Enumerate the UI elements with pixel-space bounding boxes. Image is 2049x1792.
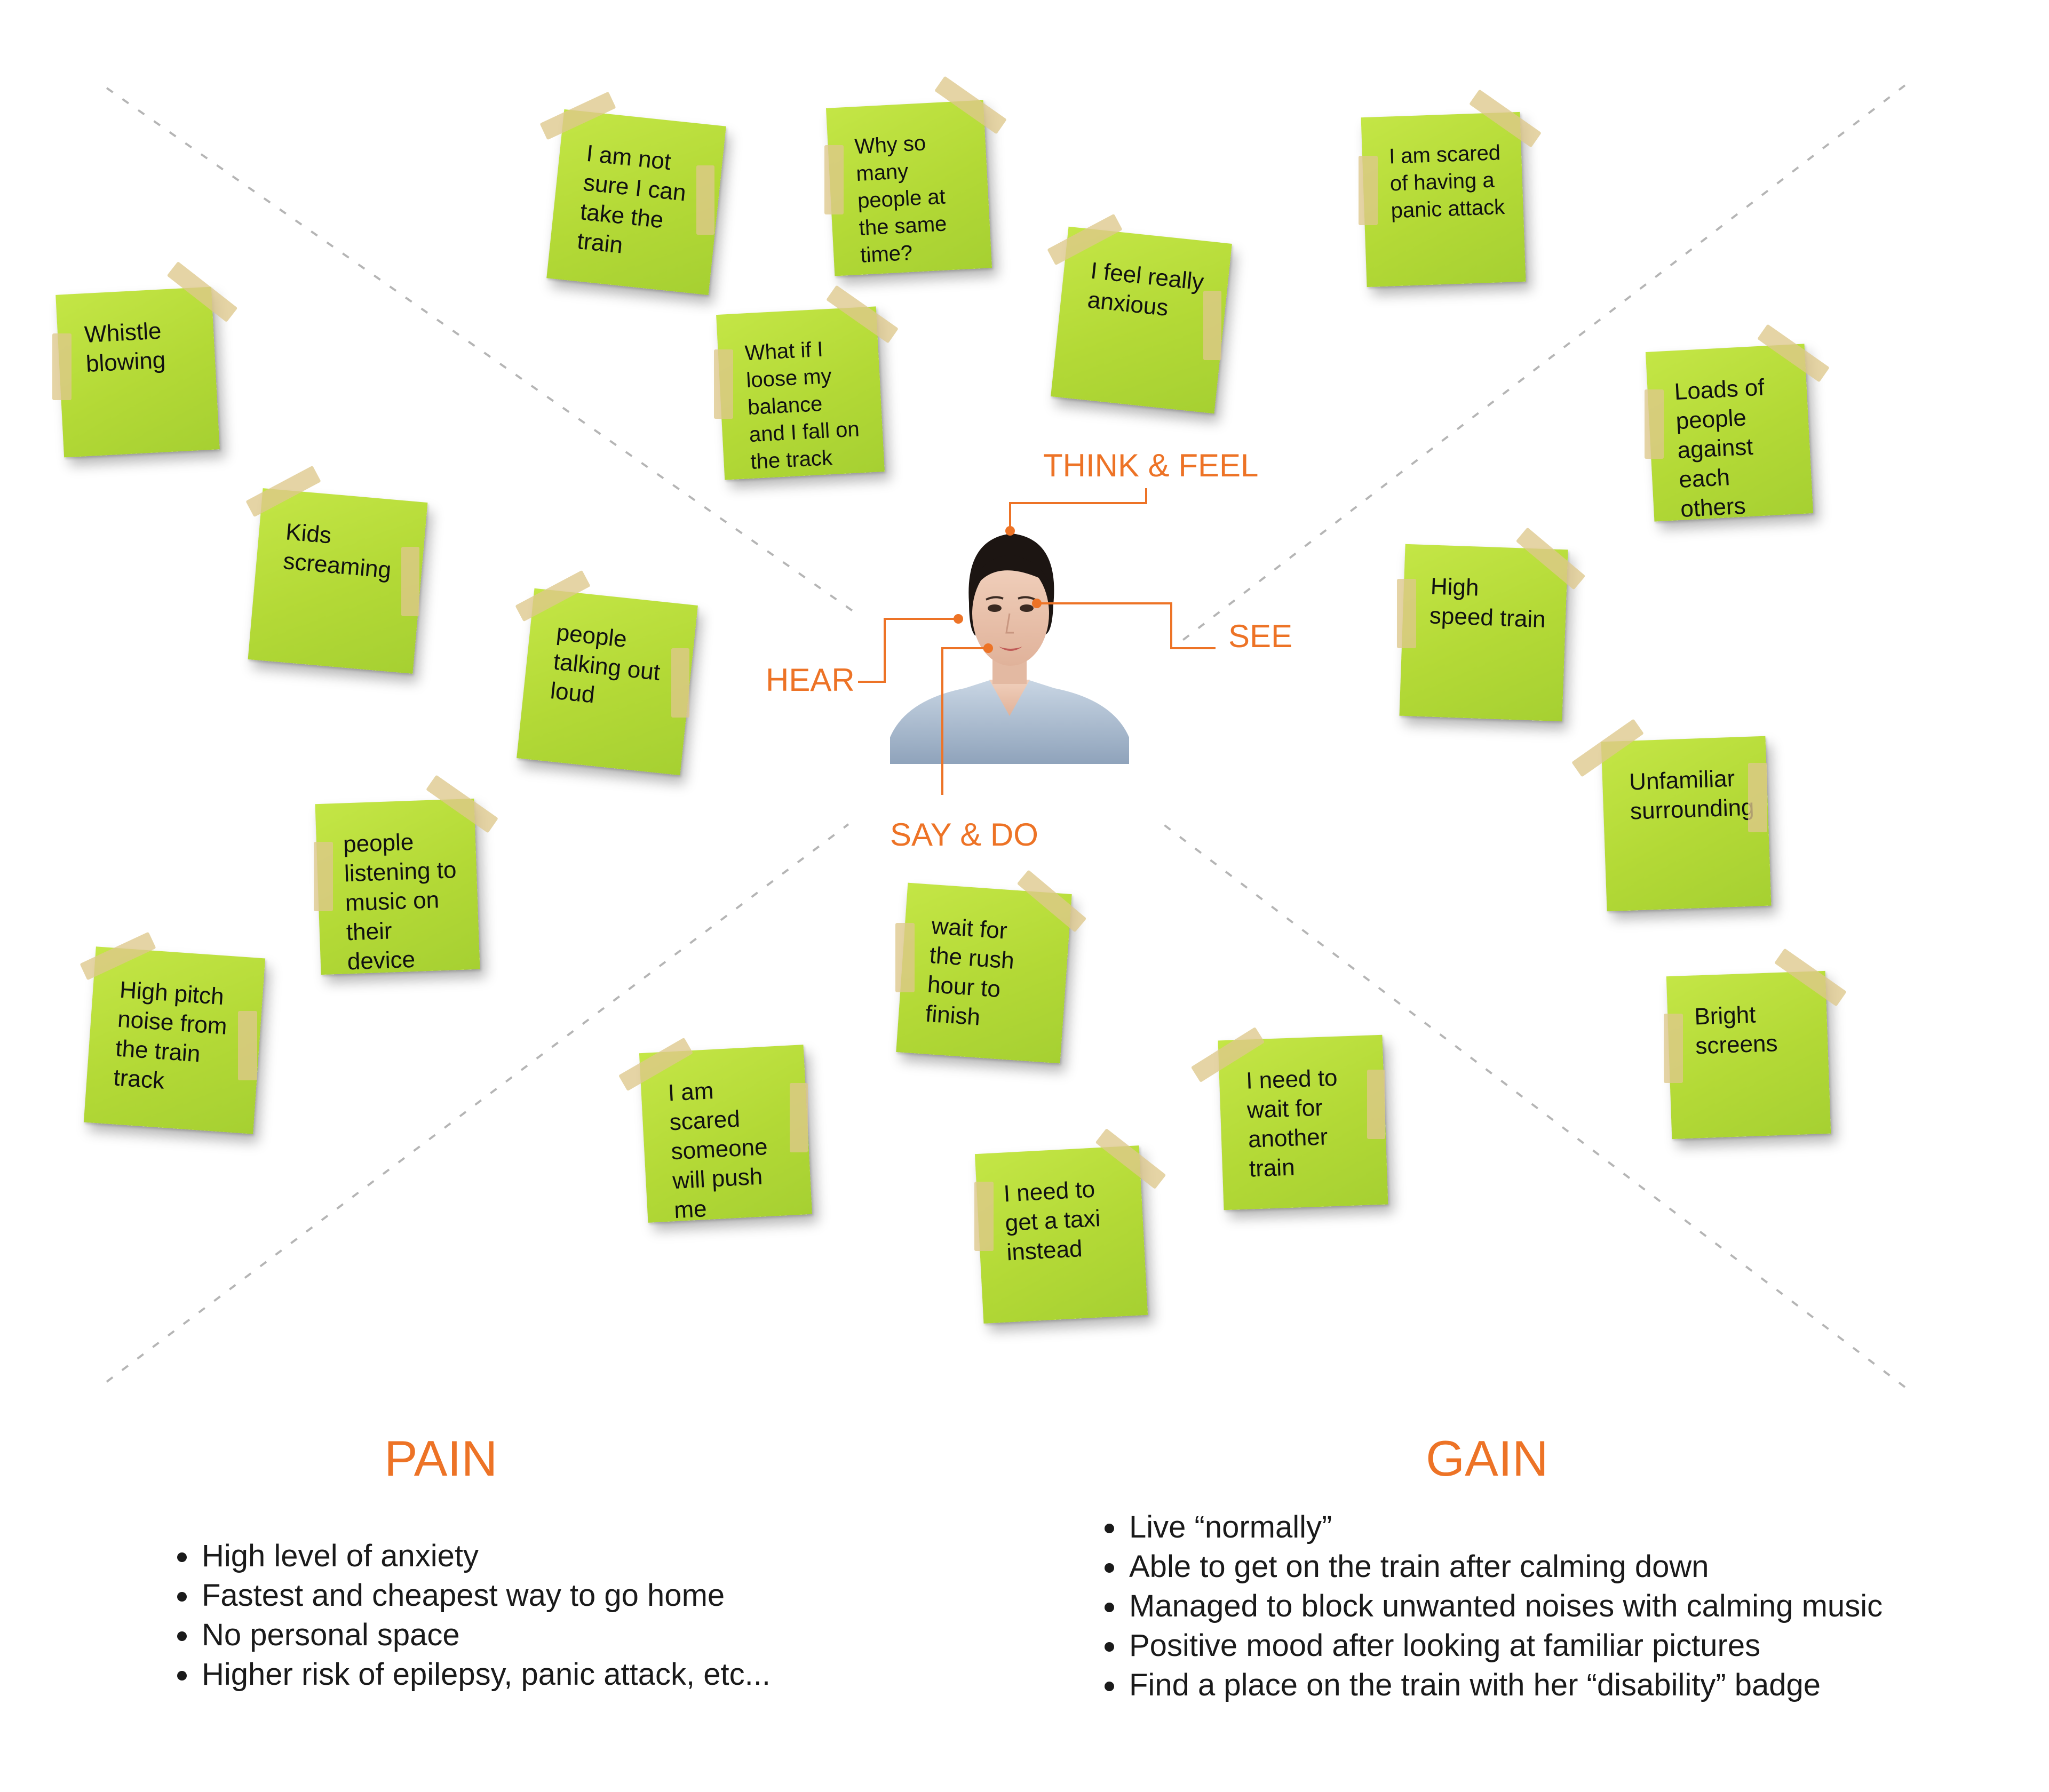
see-label: SEE [1228, 618, 1293, 654]
gain-title: GAIN [1426, 1430, 1548, 1486]
list-item: Fastest and cheapest way to go home [176, 1576, 771, 1615]
tape-strip [1645, 389, 1664, 459]
pain-list: High level of anxiety Fastest and cheape… [176, 1536, 771, 1694]
persona-avatar [890, 533, 1129, 764]
tape-strip [671, 648, 689, 718]
tape-strip [1397, 579, 1416, 648]
note-text: people listening to music on their devic… [343, 829, 457, 975]
tape-strip [1203, 291, 1221, 360]
note-text: people talking out loud [549, 619, 662, 708]
list-item: Positive mood after looking at familiar … [1103, 1626, 1883, 1666]
sticky-note[interactable]: people listening to music on their devic… [315, 798, 480, 975]
sticky-note[interactable]: people talking out loud [517, 588, 698, 776]
sticky-note[interactable]: Kids screaming [248, 488, 428, 674]
note-text: Whistle blowing [83, 317, 166, 378]
sticky-note[interactable]: Unfamiliar surrounding [1601, 736, 1772, 912]
hear-label: HEAR [766, 662, 855, 698]
note-text: I feel really anxious [1086, 257, 1205, 321]
note-text: High speed train [1429, 573, 1546, 633]
list-item: Live “normally” [1103, 1508, 1883, 1547]
list-item: No personal space [176, 1615, 771, 1655]
list-item: High level of anxiety [176, 1536, 771, 1576]
think-feel-dot [1005, 526, 1015, 536]
tape-strip [314, 842, 333, 911]
tape-strip [895, 923, 915, 992]
note-text: wait for the rush hour to finish [924, 913, 1015, 1031]
tape-strip [52, 333, 72, 400]
note-text: What if I loose my balance and I fall on… [744, 337, 860, 474]
tape-strip [1748, 763, 1767, 832]
list-item: Managed to block unwanted noises with ca… [1103, 1587, 1883, 1626]
note-text: I am scared of having a panic attack [1388, 141, 1505, 223]
tape-strip [238, 1011, 257, 1080]
sticky-note[interactable]: What if I loose my balance and I fall on… [716, 306, 885, 480]
sticky-note[interactable]: I am scared of having a panic attack [1361, 111, 1526, 288]
tape-strip [824, 145, 844, 214]
list-item: Higher risk of epilepsy, panic attack, e… [176, 1655, 771, 1694]
sticky-note[interactable]: I need to get a taxi instead [974, 1145, 1148, 1324]
sticky-note[interactable]: Loads of people against each others [1645, 344, 1814, 522]
sticky-note[interactable]: Why so many people at the same time? [825, 100, 992, 276]
tape-strip [1359, 156, 1378, 225]
sticky-note[interactable]: I am scared someone will push me [639, 1045, 813, 1224]
tape-strip [696, 165, 714, 235]
sticky-note[interactable]: wait for the rush hour to finish [896, 882, 1072, 1064]
pain-title: PAIN [384, 1430, 498, 1486]
sticky-note[interactable]: Bright screens [1666, 970, 1831, 1140]
list-item: Able to get on the train after calming d… [1103, 1547, 1883, 1587]
tape-strip [790, 1083, 808, 1152]
see-dot [1032, 599, 1042, 608]
note-text: High pitch noise from the train track [113, 976, 228, 1094]
guide-bottom-left [106, 823, 849, 1383]
note-text: Loads of people against each others [1673, 374, 1765, 522]
note-text: I need to wait for another train [1245, 1064, 1338, 1182]
gain-list: Live “normally” Able to get on the train… [1103, 1508, 1883, 1705]
tape-strip [714, 349, 733, 419]
guide-bottom-right [1162, 823, 1906, 1388]
tape-strip [974, 1182, 994, 1251]
note-text: I need to get a taxi instead [1003, 1176, 1101, 1266]
note-text: Kids screaming [282, 519, 393, 584]
sticky-note[interactable]: Whistle blowing [55, 286, 220, 458]
tape-strip [1664, 1014, 1683, 1083]
say-do-label: SAY & DO [890, 817, 1038, 853]
tape-strip [401, 547, 419, 616]
hear-dot [954, 614, 963, 624]
note-text: Why so many people at the same time? [854, 131, 948, 267]
note-text: I am not sure I can take the train [576, 140, 688, 259]
note-text: I am scared someone will push me [667, 1078, 768, 1224]
note-text: Bright screens [1694, 1001, 1778, 1060]
sticky-note[interactable]: High speed train [1399, 544, 1568, 722]
list-item: Find a place on the train with her “disa… [1103, 1666, 1883, 1705]
note-text: Unfamiliar surrounding [1629, 765, 1755, 825]
think-feel-label: THINK & FEEL [1043, 448, 1259, 483]
tape-strip [1367, 1070, 1385, 1139]
say-do-dot [983, 643, 993, 653]
sticky-note[interactable]: I need to wait for another train [1218, 1034, 1388, 1210]
